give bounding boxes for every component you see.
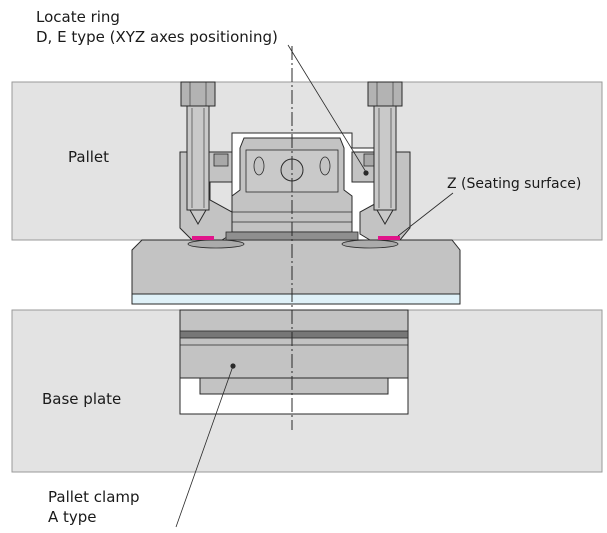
clamp-flange: [131, 239, 461, 295]
locate-ring-label: Locate ring: [36, 8, 120, 26]
locate-ring-type-label: D, E type (XYZ axes positioning): [36, 28, 278, 46]
bolt-right-head: [367, 81, 403, 107]
pallet-clamp-bottom: [199, 377, 389, 395]
seating-surface-left: [192, 236, 214, 240]
pallet-label: Pallet: [68, 148, 110, 166]
seating-surface-right: [378, 236, 400, 240]
leader-locate-ring: [287, 44, 367, 173]
pallet-clamp-label: Pallet clamp: [48, 488, 140, 506]
pallet-clamp-groove: [179, 330, 409, 339]
bolt-left-head: [180, 81, 216, 107]
flange-stripe: [131, 293, 461, 305]
bolt-right-shank: [373, 105, 397, 211]
leader-pallet-clamp: [175, 365, 234, 528]
pallet-clamp-type-label: A type: [48, 508, 97, 526]
leader-seating-surface: [397, 192, 454, 237]
pallet-clamp-body: [179, 309, 409, 379]
seating-surface-label: Z (Seating surface): [447, 176, 582, 192]
bolt-left-shank: [186, 105, 210, 211]
base-plate-label: Base plate: [42, 390, 122, 408]
